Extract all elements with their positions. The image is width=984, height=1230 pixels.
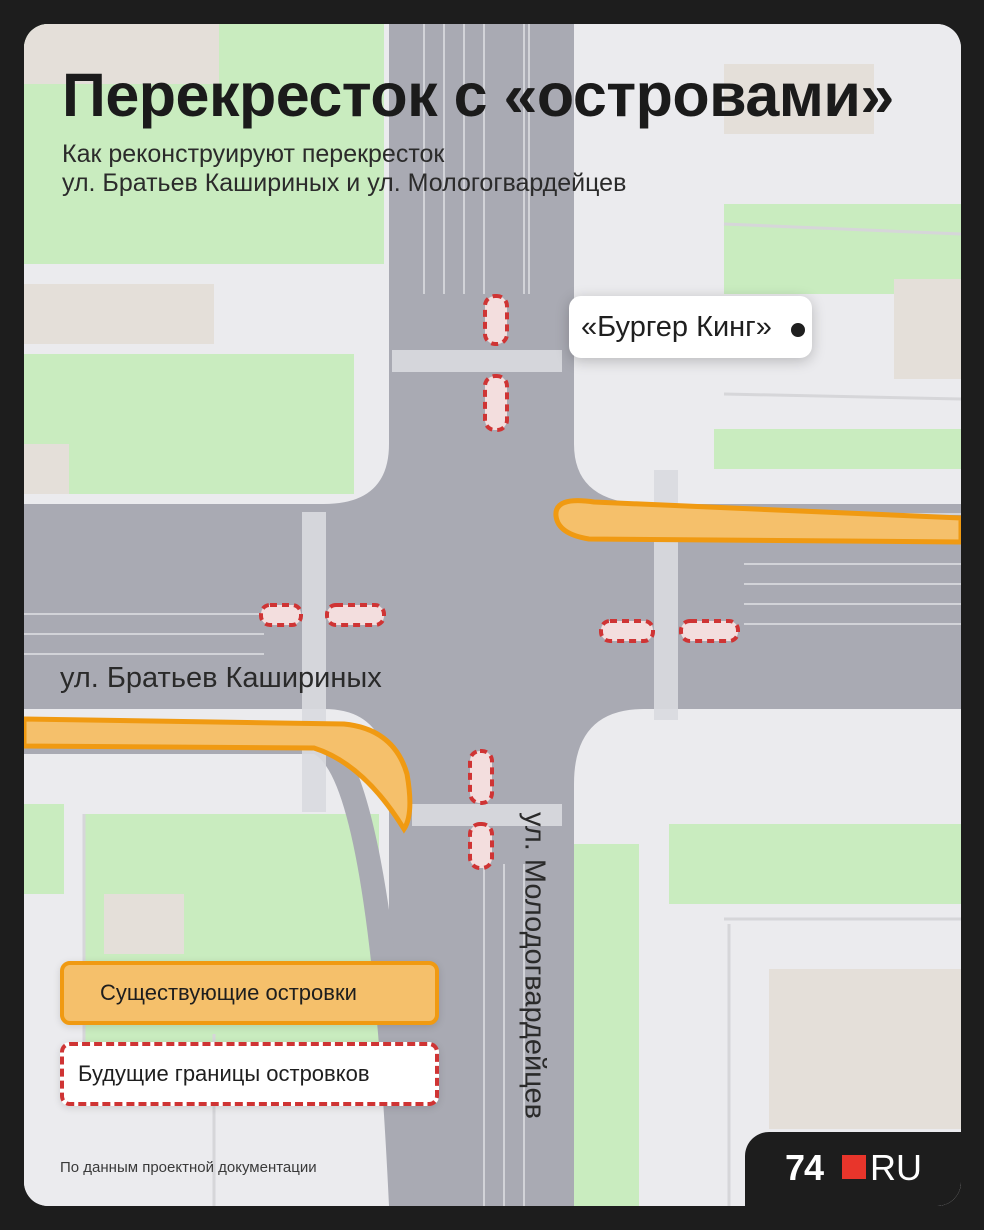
street-label-horizontal: ул. Братьев Кашириных — [60, 662, 382, 694]
page-title: Перекресток с «островами» — [62, 61, 894, 129]
legend-existing-label: Существующие островки — [100, 980, 357, 1005]
future-island — [325, 603, 386, 627]
logo-suffix: RU — [870, 1147, 922, 1188]
logo-square-icon — [842, 1155, 866, 1179]
greenery — [24, 24, 961, 1206]
future-island — [679, 619, 740, 643]
crosswalk-south — [412, 804, 562, 826]
subtitle-line-2: ул. Братьев Кашириных и ул. Мологогварде… — [62, 169, 627, 197]
roads — [24, 24, 961, 1206]
intersection-map — [24, 24, 961, 1206]
green-area — [669, 824, 961, 904]
crosswalks — [302, 350, 678, 826]
future-island — [599, 619, 655, 643]
future-island — [483, 374, 509, 432]
legend-future-label: Будущие границы островков — [78, 1061, 370, 1086]
crosswalk-north — [392, 350, 562, 372]
corner-nw — [324, 444, 389, 504]
building — [894, 279, 961, 379]
building — [724, 64, 874, 134]
future-island — [483, 294, 509, 346]
building — [24, 24, 219, 84]
green-area — [714, 429, 961, 469]
poi-label: «Бургер Кинг» — [581, 311, 772, 343]
legend-existing-islands: Существующие островки — [60, 961, 439, 1025]
green-area — [569, 844, 639, 1206]
future-island — [259, 603, 303, 627]
green-area — [24, 354, 354, 494]
building — [24, 444, 69, 494]
existing-island-west — [24, 716, 413, 834]
map-card: Перекресток с «островами» Как реконструи… — [24, 24, 961, 1206]
block-edge — [723, 222, 961, 236]
future-islands — [259, 294, 740, 870]
block-edge — [724, 917, 961, 1206]
corner-se — [574, 709, 644, 784]
green-area — [24, 804, 64, 894]
building — [24, 284, 214, 344]
block-edge — [723, 392, 961, 401]
logo-number: 74 — [785, 1147, 824, 1188]
page-subtitle: Как реконструируют перекресток ул. Брать… — [62, 140, 626, 198]
future-island — [468, 822, 494, 870]
buildings — [24, 24, 961, 1129]
existing-island-east — [553, 498, 961, 545]
source-note: По данным проектной документации — [60, 1159, 317, 1176]
brand-logo: 74 RU — [745, 1132, 961, 1206]
poi-callout-burger-king: «Бургер Кинг» — [569, 296, 812, 358]
poi-marker-icon — [788, 320, 808, 340]
legend-future-islands: Будущие границы островков — [60, 1042, 439, 1106]
subtitle-line-1: Как реконструируют перекресток — [62, 140, 445, 168]
building — [769, 969, 961, 1129]
corner-ne — [574, 444, 649, 504]
corner-sw — [324, 709, 389, 784]
street-label-vertical: ул. Молодогвардейцев — [518, 812, 551, 1119]
future-island — [468, 749, 494, 805]
crosswalk-west — [302, 512, 326, 812]
building — [104, 894, 184, 954]
